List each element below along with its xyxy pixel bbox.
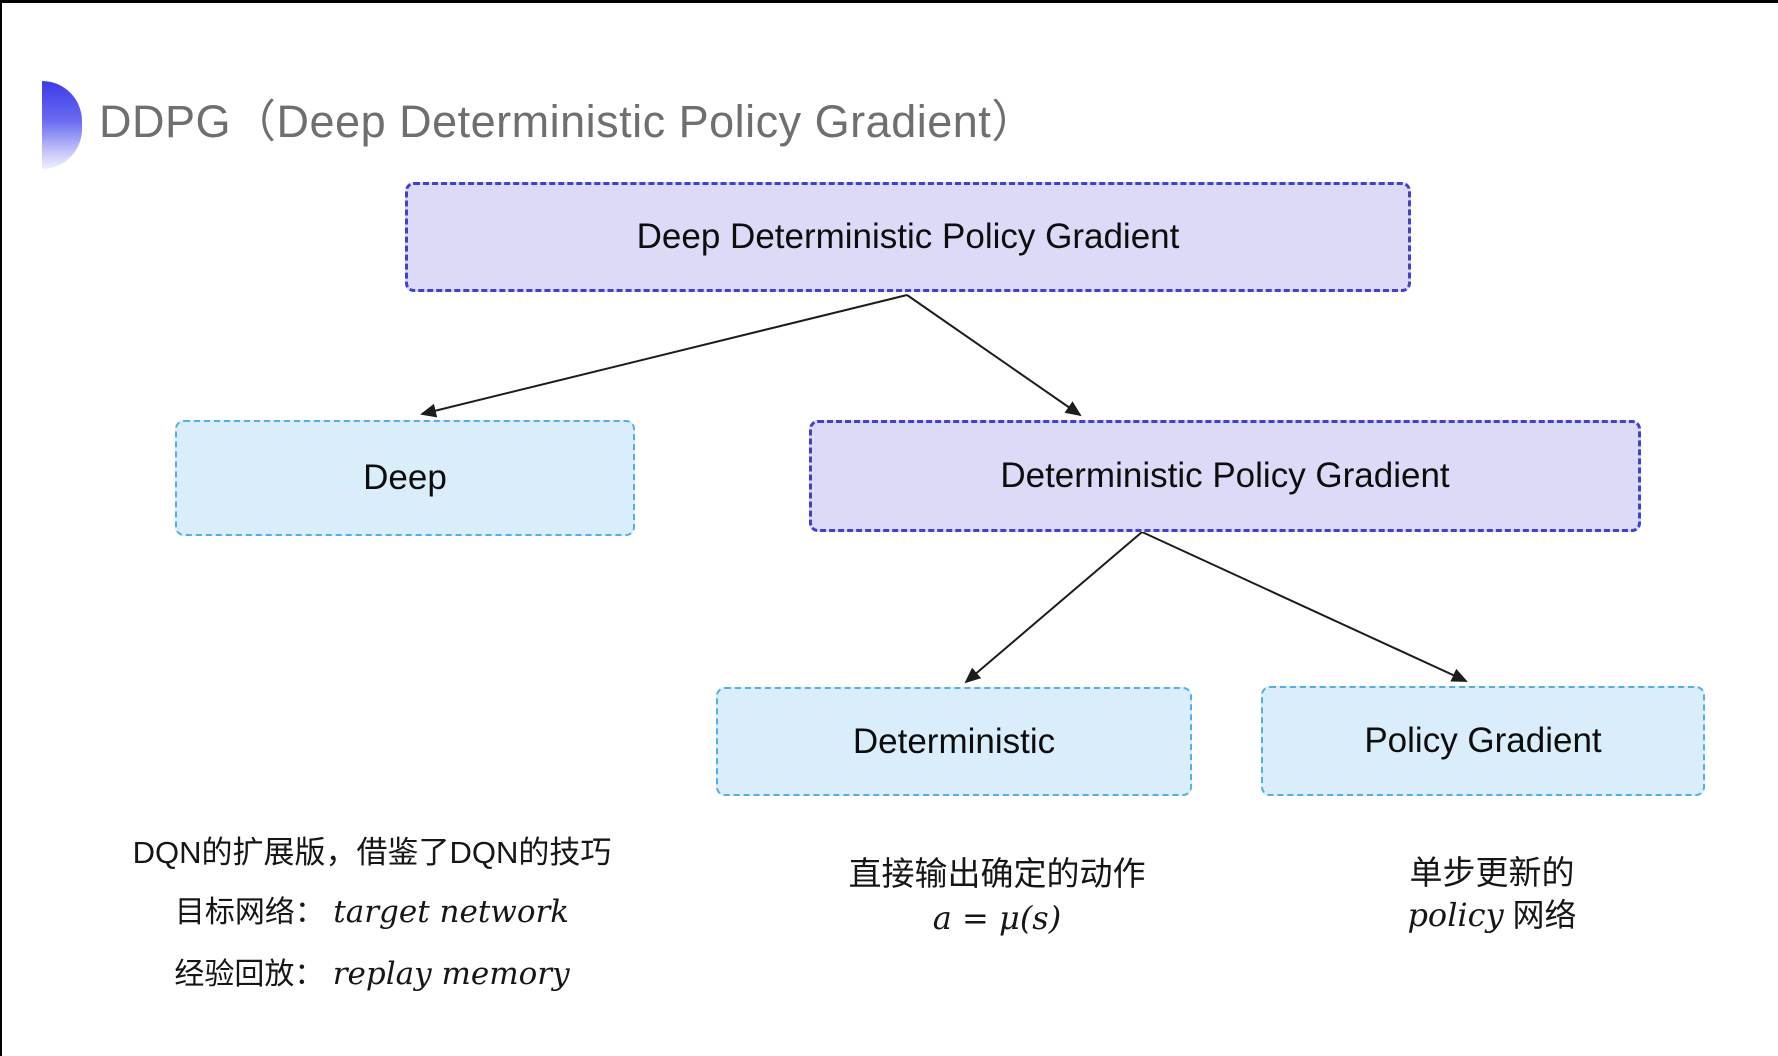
node-deterministic: Deterministic [716, 687, 1192, 796]
page-title: DDPG（Deep Deterministic Policy Gradient） [99, 96, 1037, 147]
edge-dpg-policy-gradient [1141, 531, 1468, 682]
node-label: Deep [363, 458, 447, 497]
deep-note-line3: 经验回放： replay memory [174, 956, 570, 992]
deep-note-line2: 目标网络： target network [174, 894, 570, 930]
title-bullet-icon [42, 81, 82, 169]
term-replay-memory: replay memory [332, 956, 570, 992]
equation-a-mu-s: a = μ(s) [932, 899, 1062, 937]
term-target-network: target network [333, 894, 570, 930]
edge-ddpg-deep [420, 294, 908, 418]
node-label: Deep Deterministic Policy Gradient [636, 217, 1180, 256]
node-label: Deterministic [852, 721, 1056, 761]
edge-ddpg-dpg [906, 294, 1082, 417]
node-deterministic-policy-gradient: Deterministic Policy Gradient [809, 420, 1641, 532]
term-policy: policy [1407, 896, 1504, 934]
edge-dpg-deterministic [964, 531, 1143, 684]
deterministic-note-equation: a = μ(s) [747, 899, 1247, 937]
deterministic-note-line1: 直接输出确定的动作 [848, 855, 1146, 892]
node-deep-deterministic-policy-gradient: Deep Deterministic Policy Gradient [405, 182, 1411, 292]
node-deep: Deep [175, 420, 635, 536]
deep-note-line1: DQN的扩展版，借鉴了DQN的技巧 [132, 835, 612, 870]
policy-gradient-note-line1: 单步更新的 [1409, 854, 1575, 891]
policy-gradient-note-line2: policy 网络 [1407, 896, 1577, 934]
node-label: Deterministic Policy Gradient [1000, 456, 1450, 495]
node-policy-gradient: Policy Gradient [1261, 686, 1705, 796]
node-label: Policy Gradient [1364, 721, 1602, 760]
